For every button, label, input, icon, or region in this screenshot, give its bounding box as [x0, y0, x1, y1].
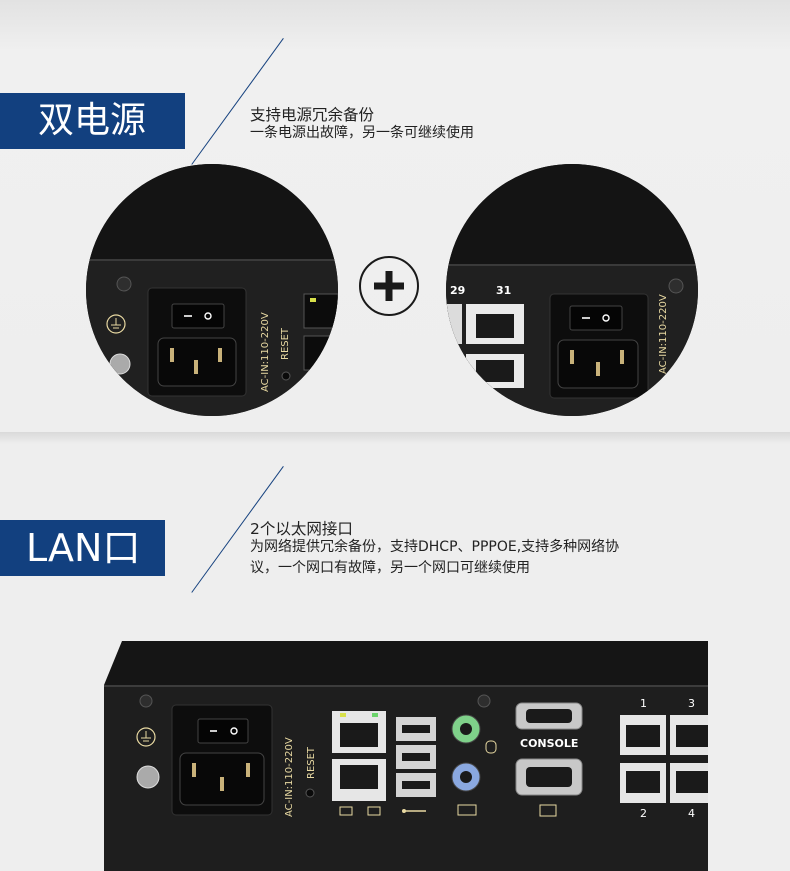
lan-desc-line1: 为网络提供冗余备份，支持DHCP、PPPOE,支持多种网络协 [250, 539, 620, 555]
ground-icon-rear [136, 727, 156, 747]
power-photo-right: 29 31 AC-IN:110-220V [446, 164, 698, 416]
ground-icon [106, 314, 126, 334]
lan-title: 2个以太网接口 [250, 520, 353, 538]
banner-slash [191, 38, 285, 166]
dual-power-banner: 双电源 [0, 93, 185, 149]
power-label: AC-IN:110-220V [260, 312, 271, 392]
dual-power-desc: 一条电源出故障，另一条可继续使用 [250, 125, 474, 141]
rear-panel-photo: AC-IN:110-220V RESET [104, 641, 708, 871]
power-photo-left: AC-IN:110-220V RESET [86, 164, 338, 416]
lan-desc-line2: 议，一个网口有故障，另一个网口可继续使用 [250, 560, 530, 576]
section-divider [0, 432, 790, 444]
power-label-right: AC-IN:110-220V [658, 294, 669, 374]
monitor-icon [539, 804, 557, 817]
port-4-label: 4 [688, 807, 695, 820]
dual-power-section: 双电源 支持电源冗余备份 一条电源出故障，另一条可继续使用 AC-IN:110-… [0, 0, 790, 432]
power-label-rear: AC-IN:110-220V [284, 737, 295, 817]
port-29-label: 29 [450, 284, 465, 297]
usb-icon [402, 809, 426, 813]
plus-icon [359, 256, 419, 316]
port-3-label: 3 [688, 697, 695, 710]
usb-ports [396, 717, 436, 797]
lan-banner: LAN口 [0, 520, 165, 576]
lan-section: LAN口 2个以太网接口 为网络提供冗余备份，支持DHCP、PPPOE,支持多种… [0, 444, 790, 871]
reset-label-rear: RESET [306, 746, 317, 779]
keyboard-icon [457, 804, 477, 816]
port-31-label: 31 [496, 284, 511, 297]
port-1-label: 1 [640, 697, 647, 710]
lan-port-1 [332, 711, 386, 753]
port-2-label: 2 [640, 807, 647, 820]
mouse-icon [485, 740, 497, 754]
lan-port-2 [332, 759, 386, 801]
console-label: CONSOLE [520, 737, 578, 750]
network-icon [339, 806, 381, 816]
dual-power-title: 支持电源冗余备份 [250, 106, 375, 124]
reset-label: RESET [280, 327, 291, 360]
